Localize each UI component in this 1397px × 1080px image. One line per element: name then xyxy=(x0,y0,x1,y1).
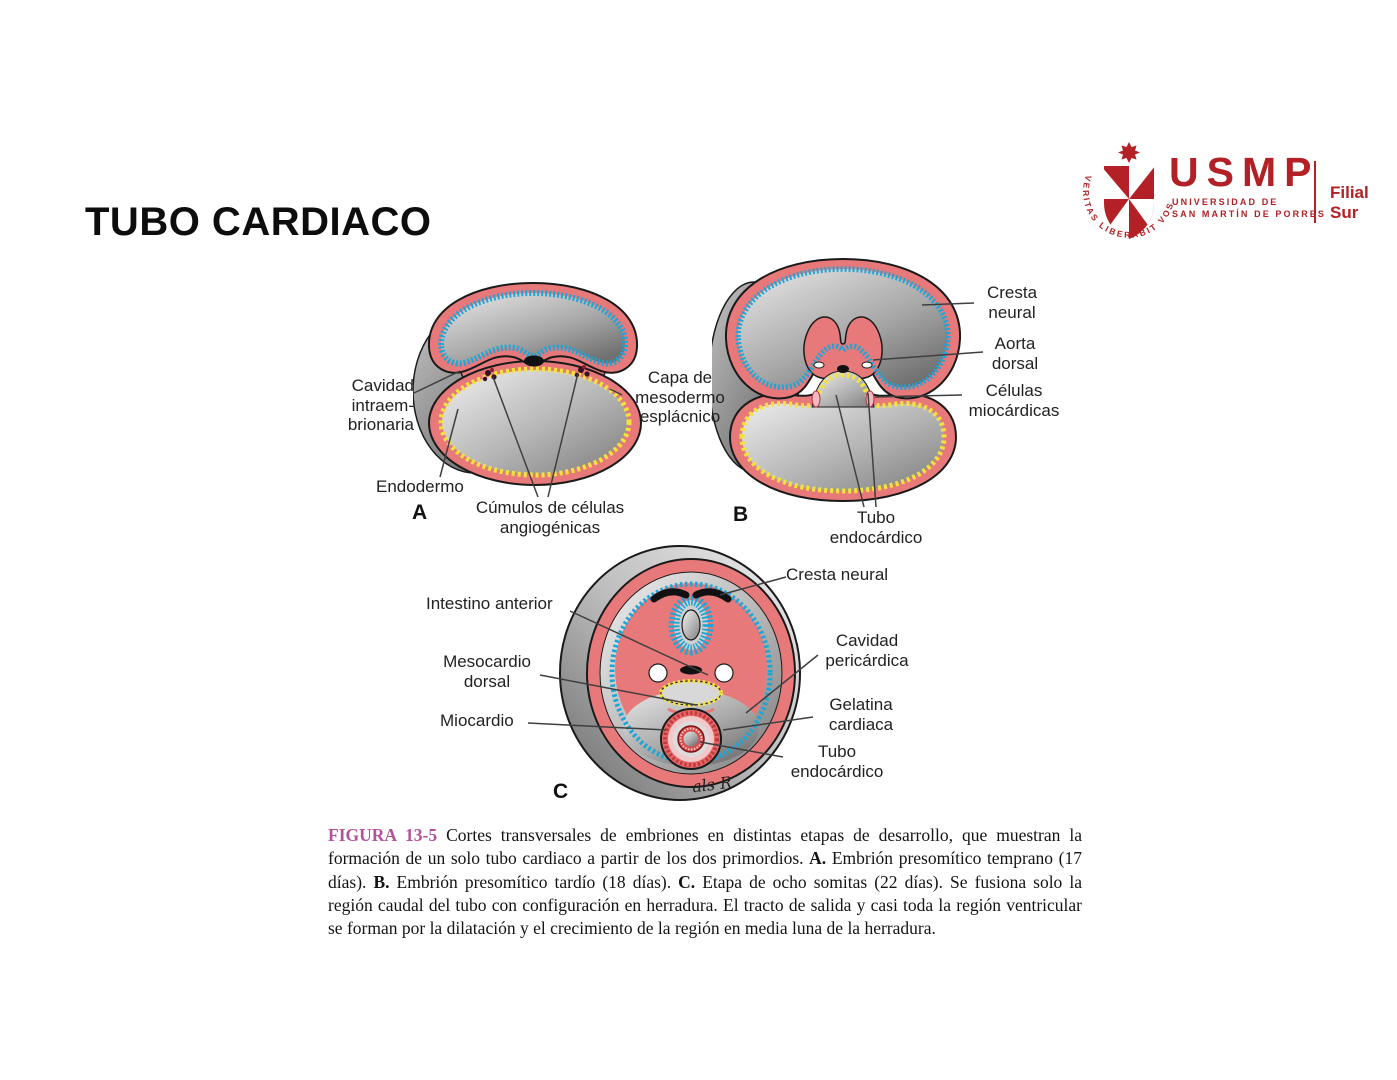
panel-letter-a: A xyxy=(412,501,428,524)
endoderm-layer xyxy=(739,394,947,494)
myocardium-ring xyxy=(663,711,719,767)
label-cavidad-pericardica: Cavidad pericárdica xyxy=(825,631,909,670)
dorsal-aorta-left xyxy=(813,361,825,369)
neural-crest-left xyxy=(650,588,690,603)
neural-crest-right xyxy=(692,588,732,603)
figure-13-5: Cavidad intraem- brionaria Capa de mesod… xyxy=(328,245,1083,820)
label-cresta-neural-c: Cresta neural xyxy=(786,565,889,584)
label-endodermo: Endodermo xyxy=(376,477,464,496)
leader-lines xyxy=(413,302,984,758)
notochord xyxy=(837,365,849,373)
logo-acronym: USMP xyxy=(1169,149,1320,195)
logo-university-line1: UNIVERSIDAD DE xyxy=(1172,197,1279,207)
label-cavidad-intraembrionaria: Cavidad intraem- brionaria xyxy=(347,376,414,435)
panel-letter-b: B xyxy=(733,503,749,526)
dorsal-aorta-left xyxy=(648,663,668,683)
label-tubo-endocardico-b: Tubo endocárdico xyxy=(829,508,923,547)
embryo-cross-section-a-illustration xyxy=(413,281,642,486)
star-icon xyxy=(1118,142,1140,163)
foregut xyxy=(659,679,723,707)
dorsal-aorta-right xyxy=(714,663,734,683)
usmp-shield-icon: VERITAS LIBERABIT VOS xyxy=(1081,142,1174,240)
logo-divider xyxy=(1314,161,1316,223)
embryo-cross-section-b-illustration xyxy=(712,257,962,503)
label-gelatina-cardiaca: Gelatina cardiaca xyxy=(828,695,894,734)
label-celulas-miocardicas: Células miocárdicas xyxy=(968,381,1060,420)
embryo-cross-section-c-illustration xyxy=(559,545,801,801)
label-mesocardio-dorsal: Mesocardio dorsal xyxy=(443,652,531,691)
heart-tube xyxy=(660,708,722,770)
endoderm-layer xyxy=(438,366,632,478)
label-cresta-neural-b: Cresta neural xyxy=(986,283,1038,322)
page-title: TUBO CARDIACO xyxy=(85,200,432,244)
label-miocardio: Miocardio xyxy=(440,711,514,730)
figure-caption: FIGURA 13-5 Cortes transversales de embr… xyxy=(328,825,1082,939)
label-aorta-dorsal: Aorta dorsal xyxy=(991,334,1039,373)
label-capa-mesodermo: Capa de mesodermo esplácnico xyxy=(635,368,725,427)
endocardial-tube-left xyxy=(811,390,821,408)
label-cumulos-angiogenicos: Cúmulos de células angiogénicas xyxy=(475,498,625,537)
label-tubo-endocardico-c: Tubo endocárdico xyxy=(790,742,884,781)
usmp-logo: VERITAS LIBERABIT VOS USMP UNIVERSIDAD D… xyxy=(1077,141,1397,251)
panel-letter-c: C xyxy=(553,780,569,803)
label-intestino-anterior: Intestino anterior xyxy=(426,594,553,613)
ectoderm-layer xyxy=(437,289,629,367)
ectoderm-layer xyxy=(735,266,951,390)
logo-university-line2: SAN MARTÍN DE PORRES xyxy=(1172,209,1327,219)
logo-branch-label: Filial Sur xyxy=(1330,183,1369,222)
dorsal-aorta-right xyxy=(861,361,873,369)
